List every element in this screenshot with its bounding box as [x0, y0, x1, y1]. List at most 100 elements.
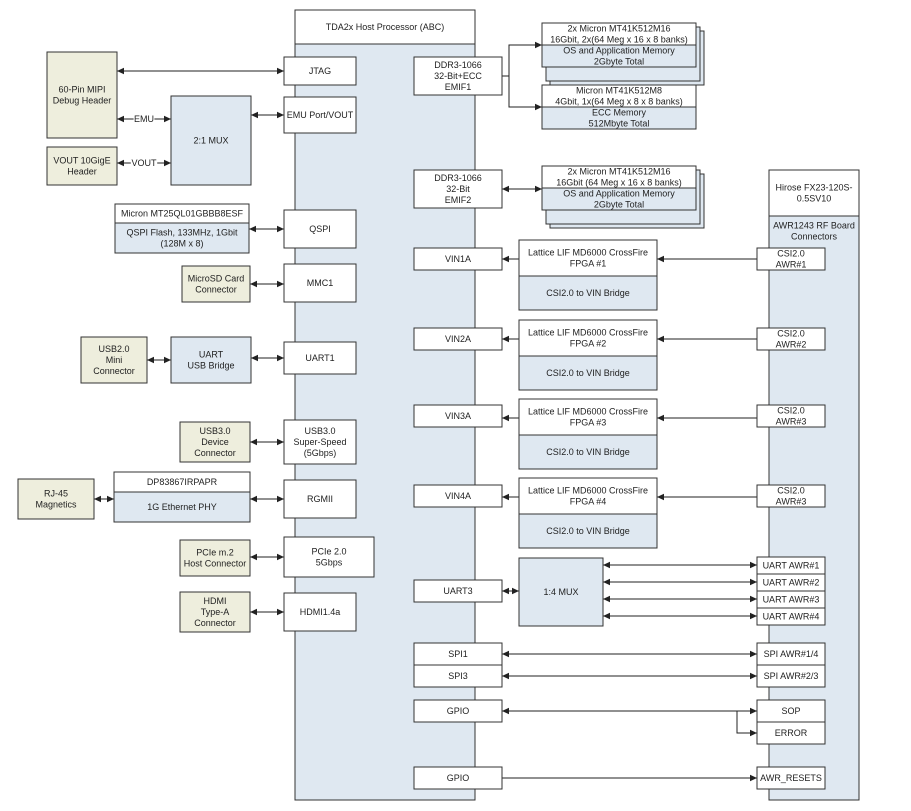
mux-1to4: 1:4 MUX: [518, 557, 604, 627]
port-usb3-text-2: Super-Speed: [293, 437, 346, 447]
conn-port-csi3-text-2: AWR#3: [776, 417, 807, 427]
port-vin4a-text-1: VIN4A: [445, 491, 471, 501]
fpga-1-title-text-2: FPGA #1: [570, 259, 607, 269]
port-mmc1: MMC1: [283, 263, 357, 303]
port-uart1: UART1: [283, 341, 357, 375]
fpga-4-desc-frame: [518, 513, 658, 549]
conn-port-resets-text-1: AWR_RESETS: [760, 773, 822, 783]
hirose-connector-title: Hirose FX23-120S-0.5SV10: [768, 169, 860, 217]
qspi-flash-desc-text-1: QSPI Flash, 133MHz, 1Gbit: [126, 228, 238, 238]
fpga-2-desc: CSI2.0 to VIN Bridge: [518, 355, 658, 391]
conn-port-csi4-text-2: AWR#3: [776, 497, 807, 507]
port-emif1-text-2: 32-Bit+ECC: [434, 71, 482, 81]
port-vin2a-text-1: VIN2A: [445, 334, 471, 344]
conn-port-uawr3: UART AWR#3: [756, 590, 826, 609]
usb2-mini-connector-text-3: Connector: [93, 366, 135, 376]
conn-port-csi2-text-2: AWR#2: [776, 340, 807, 350]
port-usb3-text-3: (5Gbps): [304, 448, 337, 458]
fpga-3-title-frame: [518, 398, 658, 436]
usb2-mini-connector-text-2: Mini: [106, 355, 123, 365]
port-spi1: SPI1: [413, 642, 503, 666]
conn-port-csi4-frame: [756, 484, 826, 508]
port-hdmi-frame: [283, 592, 357, 632]
fpga-3-title-text-1: Lattice LIF MD6000 CrossFire: [528, 407, 648, 417]
port-emu-frame: [283, 96, 357, 134]
qspi-flash-desc-frame: [114, 222, 250, 254]
hdmi-typea-connector-text-1: HDMI: [204, 596, 227, 606]
memory-ecc-title-text-2: 4Gbit, 1x(64 Meg x 8 x 8 banks): [555, 97, 683, 107]
port-qspi-text-1: QSPI: [309, 224, 331, 234]
port-emu-text-1: EMU Port/VOUT: [287, 110, 354, 120]
memory-os-1-desc-text-2: 2Gbyte Total: [594, 57, 644, 67]
uart-usb-bridge-frame: [170, 336, 252, 384]
port-vin4a-frame: [413, 484, 503, 508]
hdmi-typea-connector-text-3: Connector: [194, 618, 236, 628]
conn-port-sop: SOP: [756, 699, 826, 723]
port-uart3: UART3: [413, 579, 503, 603]
mux-2to1-frame: [170, 95, 252, 186]
memory-os-2-title-text-1: 2x Micron MT41K512M16: [567, 167, 670, 177]
mux-2to1-text-1: 2:1 MUX: [193, 136, 228, 146]
port-gpio2-text-1: GPIO: [447, 773, 470, 783]
conn-port-uawr2: UART AWR#2: [756, 573, 826, 592]
ethernet-phy-desc: 1G Ethernet PHY: [113, 491, 251, 523]
port-vin1a-frame: [413, 247, 503, 271]
memory-os-2-desc-frame: [541, 187, 697, 211]
port-usb3-frame: [283, 419, 357, 465]
fpga-1-title-text-1: Lattice LIF MD6000 CrossFire: [528, 248, 648, 258]
link-emif1-ecc: [508, 76, 542, 111]
usb3-device-connector-text-1: USB3.0: [199, 426, 230, 436]
port-uart1-frame: [283, 341, 357, 375]
port-emif1-frame: [413, 56, 503, 96]
conn-port-error-frame: [756, 721, 826, 745]
port-emif1-text-1: DDR3-1066: [434, 60, 482, 70]
mipi-debug-header-text-1: 60-Pin MIPI: [58, 85, 105, 95]
fpga-2-desc-text-1: CSI2.0 to VIN Bridge: [546, 368, 630, 378]
hdmi-typea-connector-frame: [179, 591, 251, 633]
port-jtag: JTAG: [283, 56, 357, 86]
conn-port-uawr3-text-1: UART AWR#3: [763, 595, 820, 605]
port-usb3-text-1: USB3.0: [304, 426, 335, 436]
memory-os-1-title-text-1: 2x Micron MT41K512M16: [567, 24, 670, 34]
vout-10gige-header-text-1: VOUT 10GigE: [53, 156, 110, 166]
ethernet-phy-desc-text-1: 1G Ethernet PHY: [147, 502, 217, 512]
port-emif1-text-3: EMIF1: [445, 82, 472, 92]
conn-port-resets-frame: [756, 766, 826, 790]
hirose-connector-title-text-1: Hirose FX23-120S-: [775, 183, 852, 193]
port-vin3a: VIN3A: [413, 404, 503, 428]
mux-1to4-frame: [518, 557, 604, 627]
conn-port-csi3-frame: [756, 404, 826, 428]
uart-usb-bridge-text-1: UART: [199, 350, 224, 360]
memory-os-1-desc-text-1: OS and Application Memory: [563, 46, 675, 56]
port-rgmii-text-1: RGMII: [307, 494, 333, 504]
mipi-debug-header-frame: [46, 51, 118, 139]
conn-port-csi1-text-2: AWR#1: [776, 260, 807, 270]
link-emif1-mem1: [502, 41, 542, 77]
vout-10gige-header-text-2: Header: [67, 167, 97, 177]
conn-port-csi1-frame: [756, 247, 826, 271]
usb2-mini-connector-frame: [80, 336, 148, 384]
conn-port-sop-text-1: SOP: [781, 706, 800, 716]
edge-label-vout-bg: [130, 157, 158, 169]
hdmi-typea-connector-text-2: Type-A: [201, 607, 230, 617]
port-vin3a-frame: [413, 404, 503, 428]
mux-2to1: 2:1 MUX: [170, 95, 252, 186]
memory-os-1-title-text-2: 16Gbit, 2x(64 Meg x 16 x 8 banks): [550, 35, 688, 45]
hirose-connector-title-frame: [768, 169, 860, 217]
pcie-m2-connector-text-2: Host Connector: [184, 559, 247, 569]
conn-port-uawr4-frame: [756, 607, 826, 626]
